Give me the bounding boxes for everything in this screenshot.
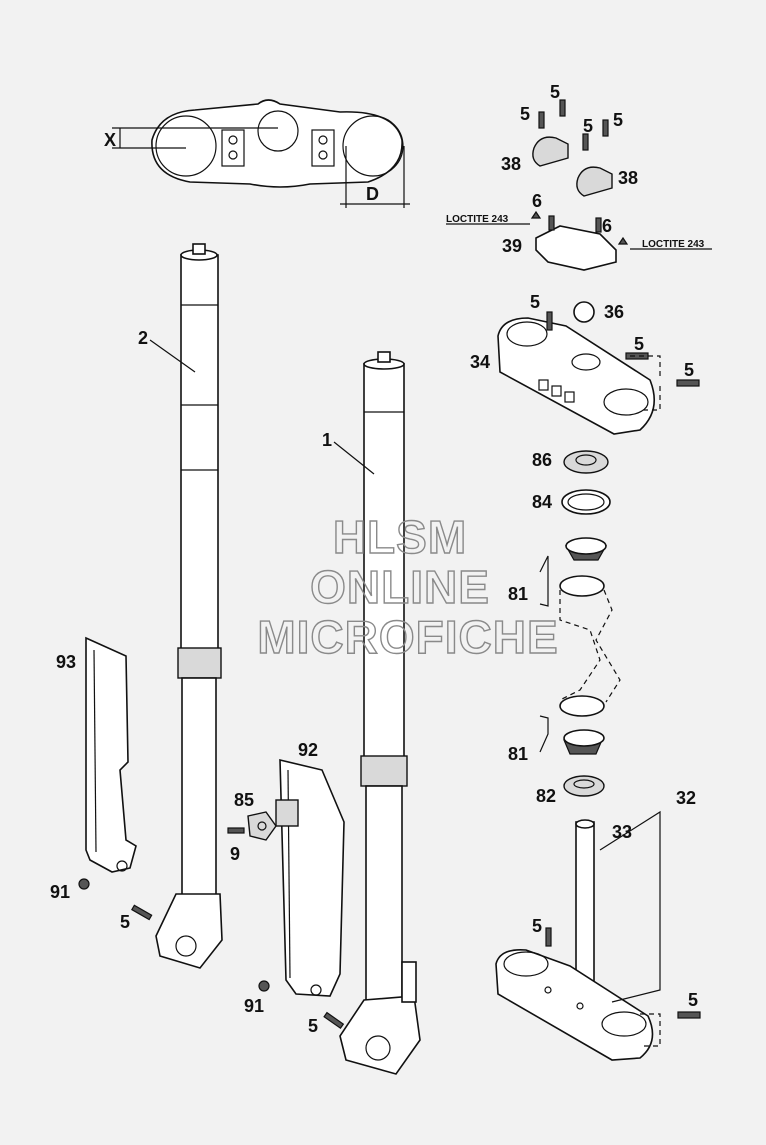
callout-93: 93 — [56, 652, 76, 672]
callout-32: 32 — [676, 788, 696, 808]
callout-5-d: 5 — [613, 110, 623, 130]
callout-5-right-leg: 5 — [308, 1016, 318, 1036]
callout-84: 84 — [532, 492, 552, 512]
callout-91-left: 91 — [50, 882, 70, 902]
steering-bearing-stack — [539, 450, 621, 797]
fork-guard-right — [258, 758, 345, 997]
loctite-left-note: LOCTITE 243 — [446, 214, 509, 225]
brake-line-holder — [227, 811, 277, 841]
callout-1: 1 — [322, 430, 332, 450]
callout-38-a: 38 — [501, 154, 521, 174]
callout-5-c: 5 — [583, 116, 593, 136]
callout-5-left-leg: 5 — [120, 912, 130, 932]
callout-39: 39 — [502, 236, 522, 256]
callout-82: 82 — [536, 786, 556, 806]
upper-triple-clamp — [497, 301, 700, 435]
callout-6-b: 6 — [602, 216, 612, 236]
callout-5-clamp-mid: 5 — [634, 334, 644, 354]
callout-81-lower: 81 — [508, 744, 528, 764]
callout-5-clamp-right: 5 — [684, 360, 694, 380]
callout-33: 33 — [612, 822, 632, 842]
triple-clamp-dimension-sketch — [112, 99, 410, 208]
callout-2: 2 — [138, 328, 148, 348]
dimension-x-label: X — [104, 130, 116, 150]
handlebar-clamp-group — [446, 99, 712, 271]
dimension-d-label: D — [366, 184, 379, 204]
callout-6-a: 6 — [532, 191, 542, 211]
callout-5-stem: 5 — [532, 916, 542, 936]
fork-leg-right — [323, 351, 421, 1075]
callout-85: 85 — [234, 790, 254, 810]
watermark-line-3: MICROFICHE — [257, 611, 558, 663]
callout-91-right: 91 — [244, 996, 264, 1016]
watermark: HLSM ONLINE MICROFICHE — [257, 510, 559, 663]
callout-5-a: 5 — [550, 82, 560, 102]
fork-guard-left — [78, 636, 137, 890]
loctite-right-note: LOCTITE 243 — [642, 239, 705, 250]
fork-leg-left — [131, 243, 223, 969]
callout-86: 86 — [532, 450, 552, 470]
lower-triple-clamp-stem — [495, 810, 701, 1061]
callout-5-clamp-top: 5 — [530, 292, 540, 312]
callout-9: 9 — [230, 844, 240, 864]
callout-36: 36 — [604, 302, 624, 322]
callout-5-lower-clamp: 5 — [688, 990, 698, 1010]
callout-92: 92 — [298, 740, 318, 760]
callout-34: 34 — [470, 352, 490, 372]
callout-5-b: 5 — [520, 104, 530, 124]
callout-38-b: 38 — [618, 168, 638, 188]
watermark-line-1: HLSM — [333, 511, 467, 563]
callout-81-upper: 81 — [508, 584, 528, 604]
watermark-line-2: ONLINE — [310, 561, 490, 613]
